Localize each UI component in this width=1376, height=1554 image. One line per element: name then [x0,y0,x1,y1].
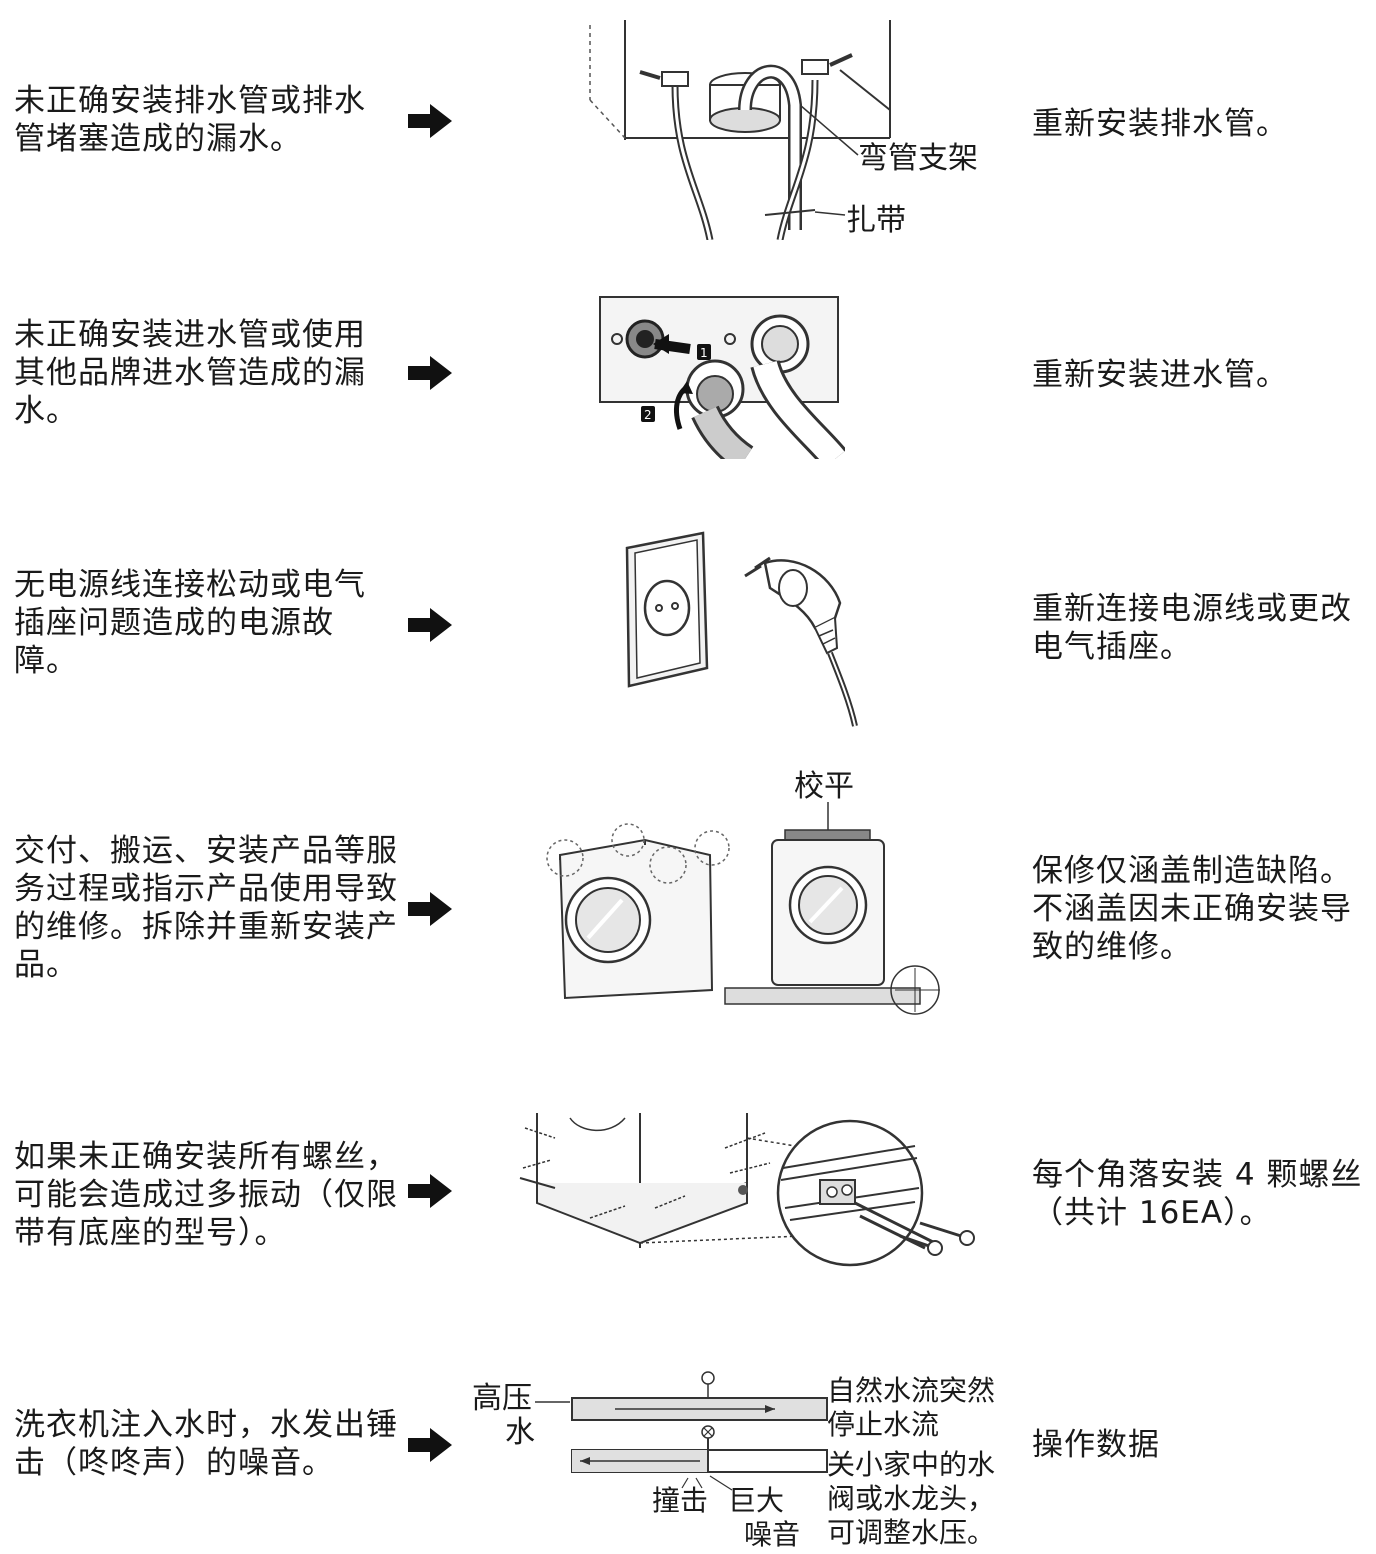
label-or-faucet: 阀或水龙头， [827,1482,995,1515]
right-arrow-icon [408,1174,452,1208]
label-natural-flow: 自然水流突然 [827,1374,995,1407]
fix-text: 保修仅涵盖制造缺陷。不涵盖因未正确安装导致的维修。 [1032,853,1352,965]
label-noise: 噪音 [744,1518,800,1551]
outlet-plug-illustration [625,531,858,727]
row-drain-hose: 未正确安装排水管或排水管堵塞造成的漏水。 弯管支架 扎带 重新安装排水管。 [0,0,1376,250]
label-cable-tie: 扎带 [846,203,906,238]
label-high-pressure: 高压 [472,1381,532,1416]
fix-text: 每个角落安装 4 颗螺丝（共计 16EA）。 [1032,1157,1363,1231]
right-arrow-icon [408,104,452,138]
step-2-badge: 2 [644,408,652,422]
fix-text: 重新安装排水管。 [1032,106,1288,142]
cause-text: 如果未正确安装所有螺丝，可能会造成过多振动（仅限带有底座的型号）。 [14,1139,398,1251]
fix-text: 操作数据 [1032,1427,1160,1463]
label-flow-stop: 停止水流 [827,1408,939,1441]
inlet-hose-illustration: 1 2 [599,296,845,459]
leveling-illustration: 校平 [546,769,940,1015]
drain-hose-illustration: 弯管支架 扎带 [589,20,978,240]
label-water: 水 [505,1415,535,1450]
right-arrow-icon [408,356,452,390]
row-water-hammer: 洗衣机注入水时，水发出锤击（咚咚声）的噪音。 高压 水 撞击 巨大 噪音 自然水… [0,1360,1376,1554]
label-elbow-bracket: 弯管支架 [858,141,978,176]
cause-text: 交付、搬运、安装产品等服务过程或指示产品使用导致的维修。拆除并重新安装产品。 [14,833,398,983]
water-hammer-illustration: 高压 水 撞击 巨大 噪音 自然水流突然 停止水流 关小家中的水 阀或水龙头， … [472,1371,995,1551]
fix-text: 重新安装进水管。 [1032,357,1288,393]
label-loud: 巨大 [728,1484,784,1517]
cause-text: 无电源线连接松动或电气插座问题造成的电源故障。 [14,567,366,679]
cause-text: 洗衣机注入水时，水发出锤击（咚咚声）的噪音。 [14,1407,398,1481]
label-close-valve: 关小家中的水 [827,1448,995,1481]
right-arrow-icon [408,1428,452,1462]
row-installation-leveling: 交付、搬运、安装产品等服务过程或指示产品使用导致的维修。拆除并重新安装产品。 校… [0,760,1376,1030]
label-adjust-pressure: 可调整水压。 [827,1516,995,1549]
label-impact: 撞击 [652,1484,708,1517]
pedestal-screws-illustration [519,1113,975,1267]
row-inlet-hose: 未正确安装进水管或使用其他品牌进水管造成的漏水。 1 2 重新安装进水管。 [0,280,1376,480]
right-arrow-icon [408,892,452,926]
right-arrow-icon [408,608,452,642]
fix-text: 重新连接电源线或更改电气插座。 [1032,591,1352,665]
cause-text: 未正确安装进水管或使用其他品牌进水管造成的漏水。 [14,317,366,429]
row-pedestal-screws: 如果未正确安装所有螺丝，可能会造成过多振动（仅限带有底座的型号）。 每个角落安 [0,1100,1376,1290]
step-1-badge: 1 [700,346,708,360]
row-power-cord: 无电源线连接松动或电气插座问题造成的电源故障。 重新连接电源线或更改电气插座。 [0,520,1376,730]
cause-text: 未正确安装排水管或排水管堵塞造成的漏水。 [14,83,366,157]
label-leveling: 校平 [794,769,854,804]
